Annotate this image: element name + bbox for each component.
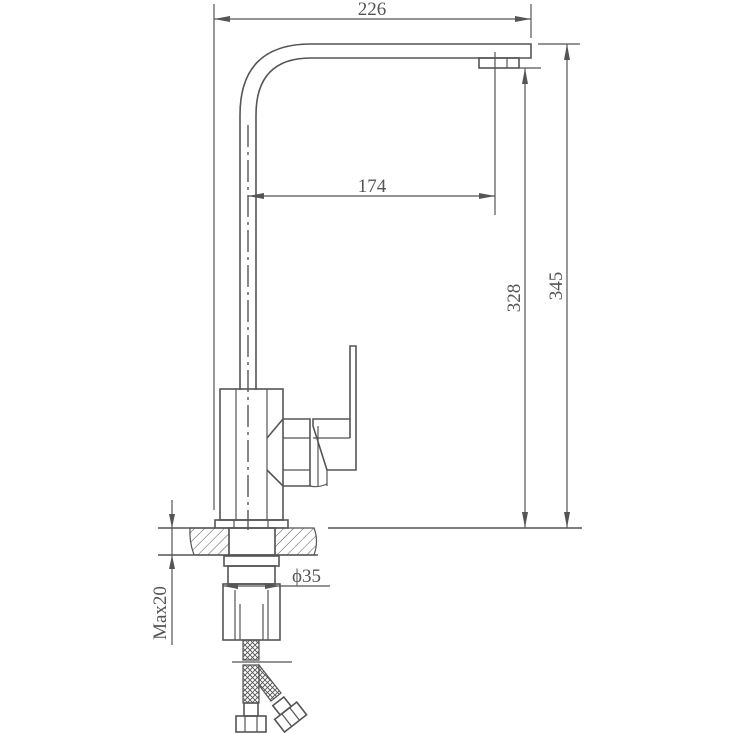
dimension-hole-diameter: ϕ35 [223,566,330,589]
faucet-body [214,388,311,529]
dim-label-226: 226 [358,0,387,20]
dim-label-max20: Max20 [150,586,171,640]
lever-handle [309,345,357,488]
mounting-assembly [222,555,281,641]
dim-label-diameter-35: ϕ35 [292,566,321,587]
dim-label-345: 345 [546,272,567,301]
dimension-outlet-height: 328 [504,67,541,528]
dimension-overall-height: 345 [538,43,580,528]
dimension-overall-reach: 226 [213,0,532,510]
supply-hoses [232,639,308,734]
dimension-max-thickness: Max20 [150,500,175,645]
spout [239,43,532,530]
countertop-section [158,527,318,556]
dim-label-328: 328 [504,284,525,313]
dim-label-174: 174 [358,176,387,197]
dimension-spout-reach: 174 [248,176,495,199]
